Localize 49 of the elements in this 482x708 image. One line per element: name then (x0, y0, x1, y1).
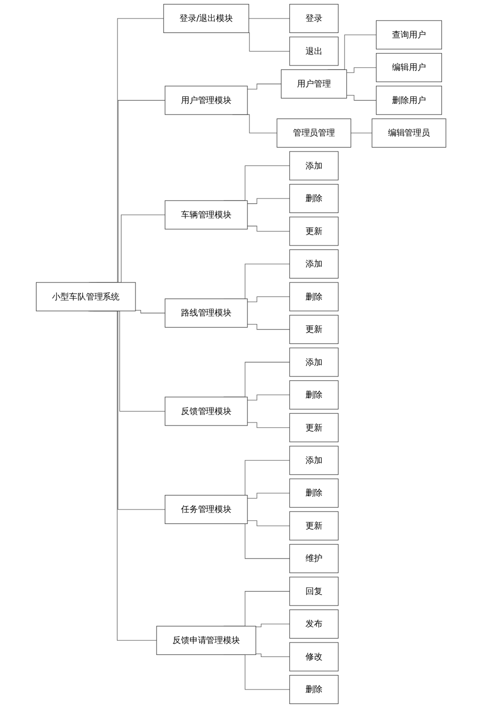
connector (256, 624, 290, 628)
node-box: 退出 (289, 36, 338, 66)
connector (247, 296, 290, 302)
node-box: 删除 (289, 184, 338, 214)
node-box: 删除 (289, 380, 338, 410)
node-box: 添加 (289, 249, 338, 278)
node-box: 删除 (289, 674, 338, 704)
node-box: 删除 (289, 478, 338, 508)
connector (248, 18, 290, 19)
node-box: 更新 (289, 314, 338, 344)
connector (247, 520, 290, 526)
node-box: 用户管理 (280, 69, 347, 98)
node-box: 编辑用户 (376, 53, 442, 82)
connector (346, 94, 376, 101)
node-box: 修改 (289, 642, 338, 672)
node-box: 发布 (289, 610, 338, 639)
connector (247, 226, 290, 232)
connector (256, 654, 290, 658)
node-box: 路线管理模块 (164, 298, 248, 328)
node-box: 登录/退出模块 (163, 4, 250, 33)
node-box: 反馈申请管理模块 (156, 626, 256, 655)
node-box: 维护 (289, 544, 338, 574)
node-box: 车辆管理模块 (164, 200, 248, 230)
connector (350, 132, 372, 134)
connector (135, 310, 166, 314)
node-box: 登录 (289, 4, 338, 33)
connector (247, 492, 290, 499)
connector (346, 67, 376, 73)
node-box: 编辑管理员 (372, 118, 446, 148)
node-box: 反馈管理模块 (164, 396, 248, 426)
node-box: 更新 (289, 413, 338, 442)
node-box: 任务管理模块 (164, 494, 248, 524)
connector (247, 394, 290, 400)
node-box: 用户管理模块 (164, 86, 248, 115)
node-box: 删除用户 (376, 86, 442, 115)
connector (247, 324, 290, 330)
connector (247, 422, 290, 428)
node-box: 添加 (289, 348, 338, 377)
connector (247, 198, 290, 204)
node-box: 查询用户 (376, 20, 442, 50)
node-box: 回复 (289, 576, 338, 606)
node-box: 小型车队管理系统 (36, 282, 136, 312)
node-box: 更新 (289, 216, 338, 246)
node-box: 添加 (289, 446, 338, 475)
node-box: 更新 (289, 511, 338, 540)
connector (247, 84, 282, 90)
node-box: 管理员管理 (276, 118, 352, 148)
node-box: 删除 (289, 282, 338, 312)
node-box: 添加 (289, 151, 338, 180)
